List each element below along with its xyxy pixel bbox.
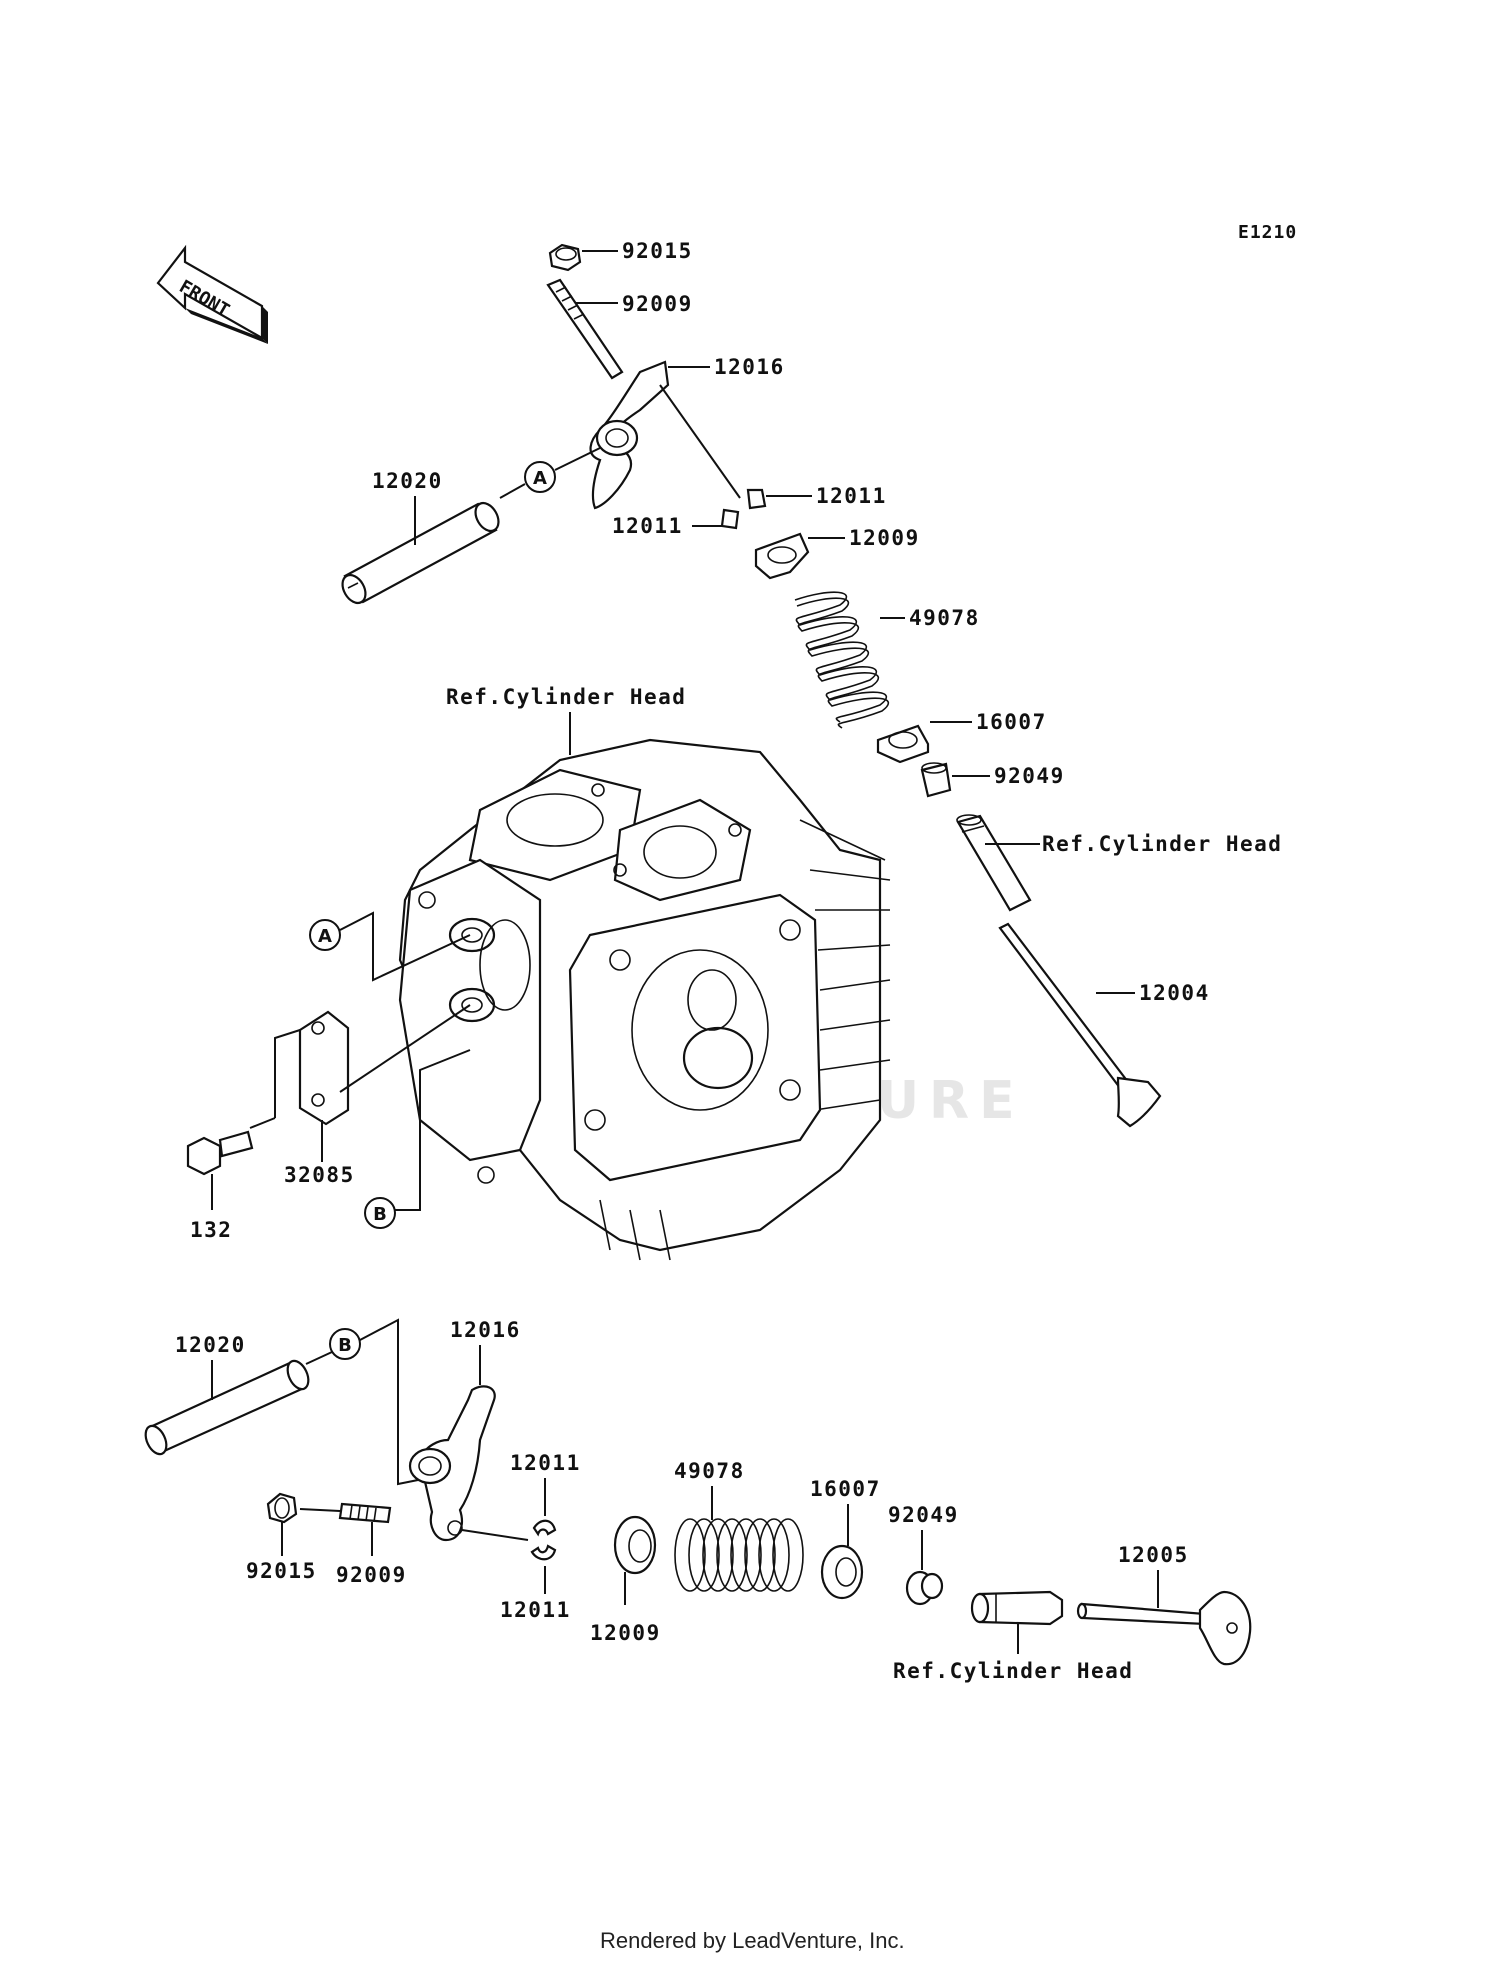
label-49078-upper: 49078: [909, 606, 980, 630]
callout-a-upper: [524, 461, 556, 493]
rocker-arm-12016-lower: [408, 1385, 496, 1542]
label-132: 132: [190, 1218, 232, 1242]
svg-text:A: A: [318, 926, 332, 947]
label-12020-upper: 12020: [372, 469, 443, 493]
cylinder-head: [398, 738, 891, 1261]
rocker-shaft-12020-lower: [144, 1359, 310, 1456]
spring-seat-16007-lower: [820, 1544, 864, 1600]
front-arrow-icon: FRONT: [156, 244, 268, 344]
upper-assembly: 92015 92009 12016 A: [341, 239, 1282, 1128]
label-92009-lower: 92009: [336, 1563, 407, 1587]
valve-spring-49078-upper: [794, 591, 890, 729]
spring-seat-16007-upper: [876, 724, 930, 764]
collet-12011-lower-b: [530, 1544, 557, 1561]
label-12011-lower-b: 12011: [500, 1598, 571, 1622]
callout-a-lower: [309, 919, 341, 951]
label-12009-upper: 12009: [849, 526, 920, 550]
callout-b-upper: [364, 1197, 396, 1229]
middle-left-assembly: A 32085 132 B: [186, 911, 471, 1242]
label-92015-lower: 92015: [246, 1559, 317, 1583]
label-12016-lower: 12016: [450, 1318, 521, 1342]
label-32085: 32085: [284, 1163, 355, 1187]
plate-32085: [298, 1010, 350, 1126]
label-92009-upper: 92009: [622, 292, 693, 316]
label-12009-lower: 12009: [590, 1621, 661, 1645]
ref-cylinder-head-top: Ref.Cylinder Head: [446, 685, 686, 709]
callout-b-lower: [329, 1328, 361, 1360]
label-92049-lower: 92049: [888, 1503, 959, 1527]
footer-credit: Rendered by LeadVenture, Inc.: [600, 1928, 905, 1953]
valve-12004: [998, 922, 1162, 1128]
label-12011-upper-a: 12011: [816, 484, 887, 508]
valve-spring-49078-lower: [674, 1518, 804, 1592]
collet-12011-lower-a: [532, 1519, 557, 1537]
label-12005: 12005: [1118, 1543, 1189, 1567]
label-12011-upper-b: 12011: [612, 514, 683, 538]
retainer-12009-lower: [613, 1515, 657, 1575]
label-16007-lower: 16007: [810, 1477, 881, 1501]
ref-cylinder-head-guide: Ref.Cylinder Head: [1042, 832, 1282, 856]
rocker-arm-12016-upper: [589, 360, 670, 510]
lower-assembly: 12020 B 12016 12011 12011: [144, 1318, 1252, 1683]
valve-12005: [1076, 1590, 1252, 1666]
screw-92009-upper: [546, 278, 624, 380]
valve-seal-92049-upper: [920, 762, 952, 798]
valve-guide-lower: [970, 1590, 1064, 1626]
bolt-132: [186, 1130, 254, 1176]
valve-guide-upper: [956, 814, 1032, 912]
nut-92015-lower: [266, 1492, 298, 1524]
label-49078-lower: 49078: [674, 1459, 745, 1483]
svg-text:B: B: [338, 1335, 352, 1356]
rocker-shaft-12020-upper: [341, 501, 500, 605]
retainer-12009-upper: [754, 532, 810, 580]
collet-12011-upper-b: [720, 508, 740, 530]
collet-12011-upper-a: [746, 488, 767, 510]
screw-92009-lower: [338, 1502, 392, 1524]
label-12004: 12004: [1139, 981, 1210, 1005]
svg-text:A: A: [533, 468, 547, 489]
svg-text:B: B: [373, 1204, 387, 1225]
label-16007-upper: 16007: [976, 710, 1047, 734]
label-92015-upper: 92015: [622, 239, 693, 263]
label-92049-upper: 92049: [994, 764, 1065, 788]
label-12020-lower: 12020: [175, 1333, 246, 1357]
label-12011-lower-a: 12011: [510, 1451, 581, 1475]
ref-cylinder-head-bottom: Ref.Cylinder Head: [893, 1659, 1133, 1683]
valve-seal-92049-lower: [905, 1570, 944, 1606]
label-12016-upper: 12016: [714, 355, 785, 379]
nut-92015-upper: [548, 243, 582, 272]
diagram-code: E1210: [1238, 222, 1297, 243]
